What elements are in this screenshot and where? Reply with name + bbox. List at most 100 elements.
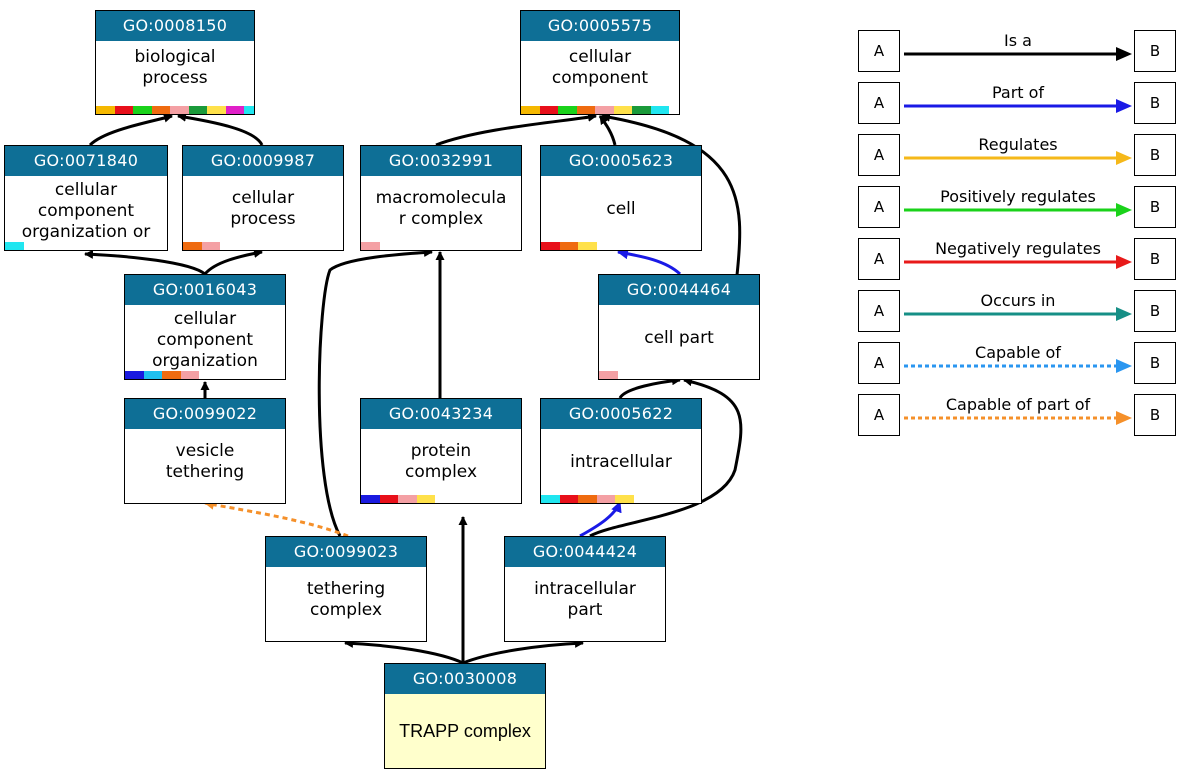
node-go-0005623[interactable]: GO:0005623 cell — [540, 145, 702, 251]
legend-row-part-of: A Part of B — [858, 82, 1178, 126]
node-go-0099022[interactable]: GO:0099022 vesicle tethering — [124, 398, 286, 504]
annotation-color-swatch — [114, 106, 133, 114]
node-id: GO:0005622 — [541, 399, 701, 429]
node-label: cellular process — [230, 188, 296, 229]
node-id: GO:0071840 — [5, 146, 167, 176]
node-label: cellular component organization — [152, 309, 258, 371]
legend-label: Occurs in — [980, 291, 1056, 310]
legend-box-a: A — [858, 186, 900, 228]
legend-box-a: A — [858, 394, 900, 436]
node-label: cellular component organization or — [21, 180, 151, 242]
legend-row-capable-of-part-of: A Capable of part of B — [858, 394, 1178, 438]
annotation-color-swatch — [361, 242, 380, 250]
legend-box-b: B — [1134, 30, 1176, 72]
node-go-0044424[interactable]: GO:0044424 intracellular part — [504, 536, 666, 642]
edge-44464-part-of-5623 — [617, 248, 682, 276]
node-id: GO:0005623 — [541, 146, 701, 176]
legend-arrow — [904, 47, 1132, 61]
node-go-0016043[interactable]: GO:0016043 cellular component organizati… — [124, 274, 286, 380]
annotation-color-swatch — [559, 495, 578, 503]
edge-99023-capable-of-part-of-99022 — [204, 499, 349, 538]
edge-44424-part-of-5622 — [579, 501, 622, 538]
legend-row-regulates: A Regulates B — [858, 134, 1178, 178]
legend-arrow-head — [1116, 255, 1132, 269]
node-id: GO:0043234 — [361, 399, 521, 429]
node-go-0005575[interactable]: GO:0005575 cellular component — [520, 10, 680, 115]
legend-label: Capable of — [975, 343, 1061, 362]
legend-arrow-head — [1116, 359, 1132, 373]
node-go-0008150[interactable]: GO:0008150 biological process — [95, 10, 255, 115]
annotation-color-swatch — [151, 106, 170, 114]
annotation-color-swatch — [361, 495, 380, 503]
edge-44464-is-a-5575 — [601, 112, 742, 276]
annotation-color-strip — [96, 106, 254, 114]
annotation-color-swatch — [162, 371, 181, 379]
legend-box-b: B — [1134, 134, 1176, 176]
legend-arrow-head — [1116, 307, 1132, 321]
legend-arrow-head — [1116, 99, 1132, 113]
node-go-0030008-focus[interactable]: GO:0030008 TRAPP complex — [384, 663, 546, 769]
legend-row-negatively-regulates: A Negatively regulates B — [858, 238, 1178, 282]
node-id: GO:0099022 — [125, 399, 285, 429]
legend-arrow-head — [1116, 411, 1132, 425]
node-go-0044464[interactable]: GO:0044464 cell part — [598, 274, 760, 380]
legend-box-b: B — [1134, 394, 1176, 436]
node-go-0099023[interactable]: GO:0099023 tethering complex — [265, 536, 427, 642]
legend-box-b: B — [1134, 238, 1176, 280]
node-go-0071840[interactable]: GO:0071840 cellular component organizati… — [4, 145, 168, 251]
node-label: vesicle tethering — [165, 441, 245, 482]
legend-label: Is a — [1004, 31, 1032, 50]
annotation-color-swatch — [183, 242, 202, 250]
annotation-color-swatch — [541, 495, 560, 503]
legend-arrow — [904, 359, 1132, 373]
edge-30008-is-a-99023 — [344, 638, 464, 665]
annotation-color-swatch — [596, 495, 615, 503]
legend-arrow — [904, 203, 1132, 217]
annotation-color-strip — [361, 495, 435, 503]
annotation-color-strip — [541, 495, 634, 503]
legend-box-b: B — [1134, 82, 1176, 124]
annotation-color-swatch — [615, 495, 634, 503]
annotation-color-strip — [125, 371, 199, 379]
annotation-color-swatch — [170, 106, 189, 114]
node-go-0005622[interactable]: GO:0005622 intracellular — [540, 398, 702, 504]
annotation-color-swatch — [180, 371, 199, 379]
annotation-color-swatch — [398, 495, 417, 503]
node-id: GO:0008150 — [96, 11, 254, 41]
annotation-color-swatch — [188, 106, 207, 114]
legend-box-b: B — [1134, 186, 1176, 228]
legend-arrow — [904, 99, 1132, 113]
node-label: intracellular part — [534, 579, 636, 620]
legend-box-b: B — [1134, 342, 1176, 384]
annotation-color-swatch — [133, 106, 152, 114]
annotation-color-swatch — [225, 106, 244, 114]
annotation-color-swatch — [578, 242, 597, 250]
node-id: GO:0099023 — [266, 537, 426, 567]
legend-label: Positively regulates — [940, 187, 1096, 206]
edge-71840-is-a-8150 — [88, 113, 173, 147]
legend-box-b: B — [1134, 290, 1176, 332]
legend-row-capable-of: A Capable of B — [858, 342, 1178, 386]
annotation-color-strip — [5, 242, 24, 250]
legend-row-is-a: A Is a B — [858, 30, 1178, 74]
annotation-color-swatch — [207, 106, 226, 114]
node-go-0043234[interactable]: GO:0043234 protein complex — [360, 398, 522, 504]
node-go-0032991[interactable]: GO:0032991 macromolecula r complex — [360, 145, 522, 251]
node-label: biological process — [134, 47, 216, 88]
legend-arrow-head — [1116, 203, 1132, 217]
legend-arrow — [904, 307, 1132, 321]
legend-box-a: A — [858, 290, 900, 332]
edge-32991-is-a-5575 — [435, 112, 597, 147]
annotation-color-swatch — [632, 106, 651, 114]
legend-box-a: A — [858, 82, 900, 124]
legend-arrow-head — [1116, 151, 1132, 165]
edge-30008-is-a-44424 — [462, 638, 584, 665]
annotation-color-swatch — [125, 371, 144, 379]
edge-5622-is-a-44464 — [618, 376, 681, 399]
node-go-0009987[interactable]: GO:0009987 cellular process — [182, 145, 344, 251]
annotation-color-strip — [361, 242, 380, 250]
edge-16043-is-a-9987 — [203, 249, 263, 276]
legend-box-a: A — [858, 134, 900, 176]
annotation-color-swatch — [650, 106, 669, 114]
